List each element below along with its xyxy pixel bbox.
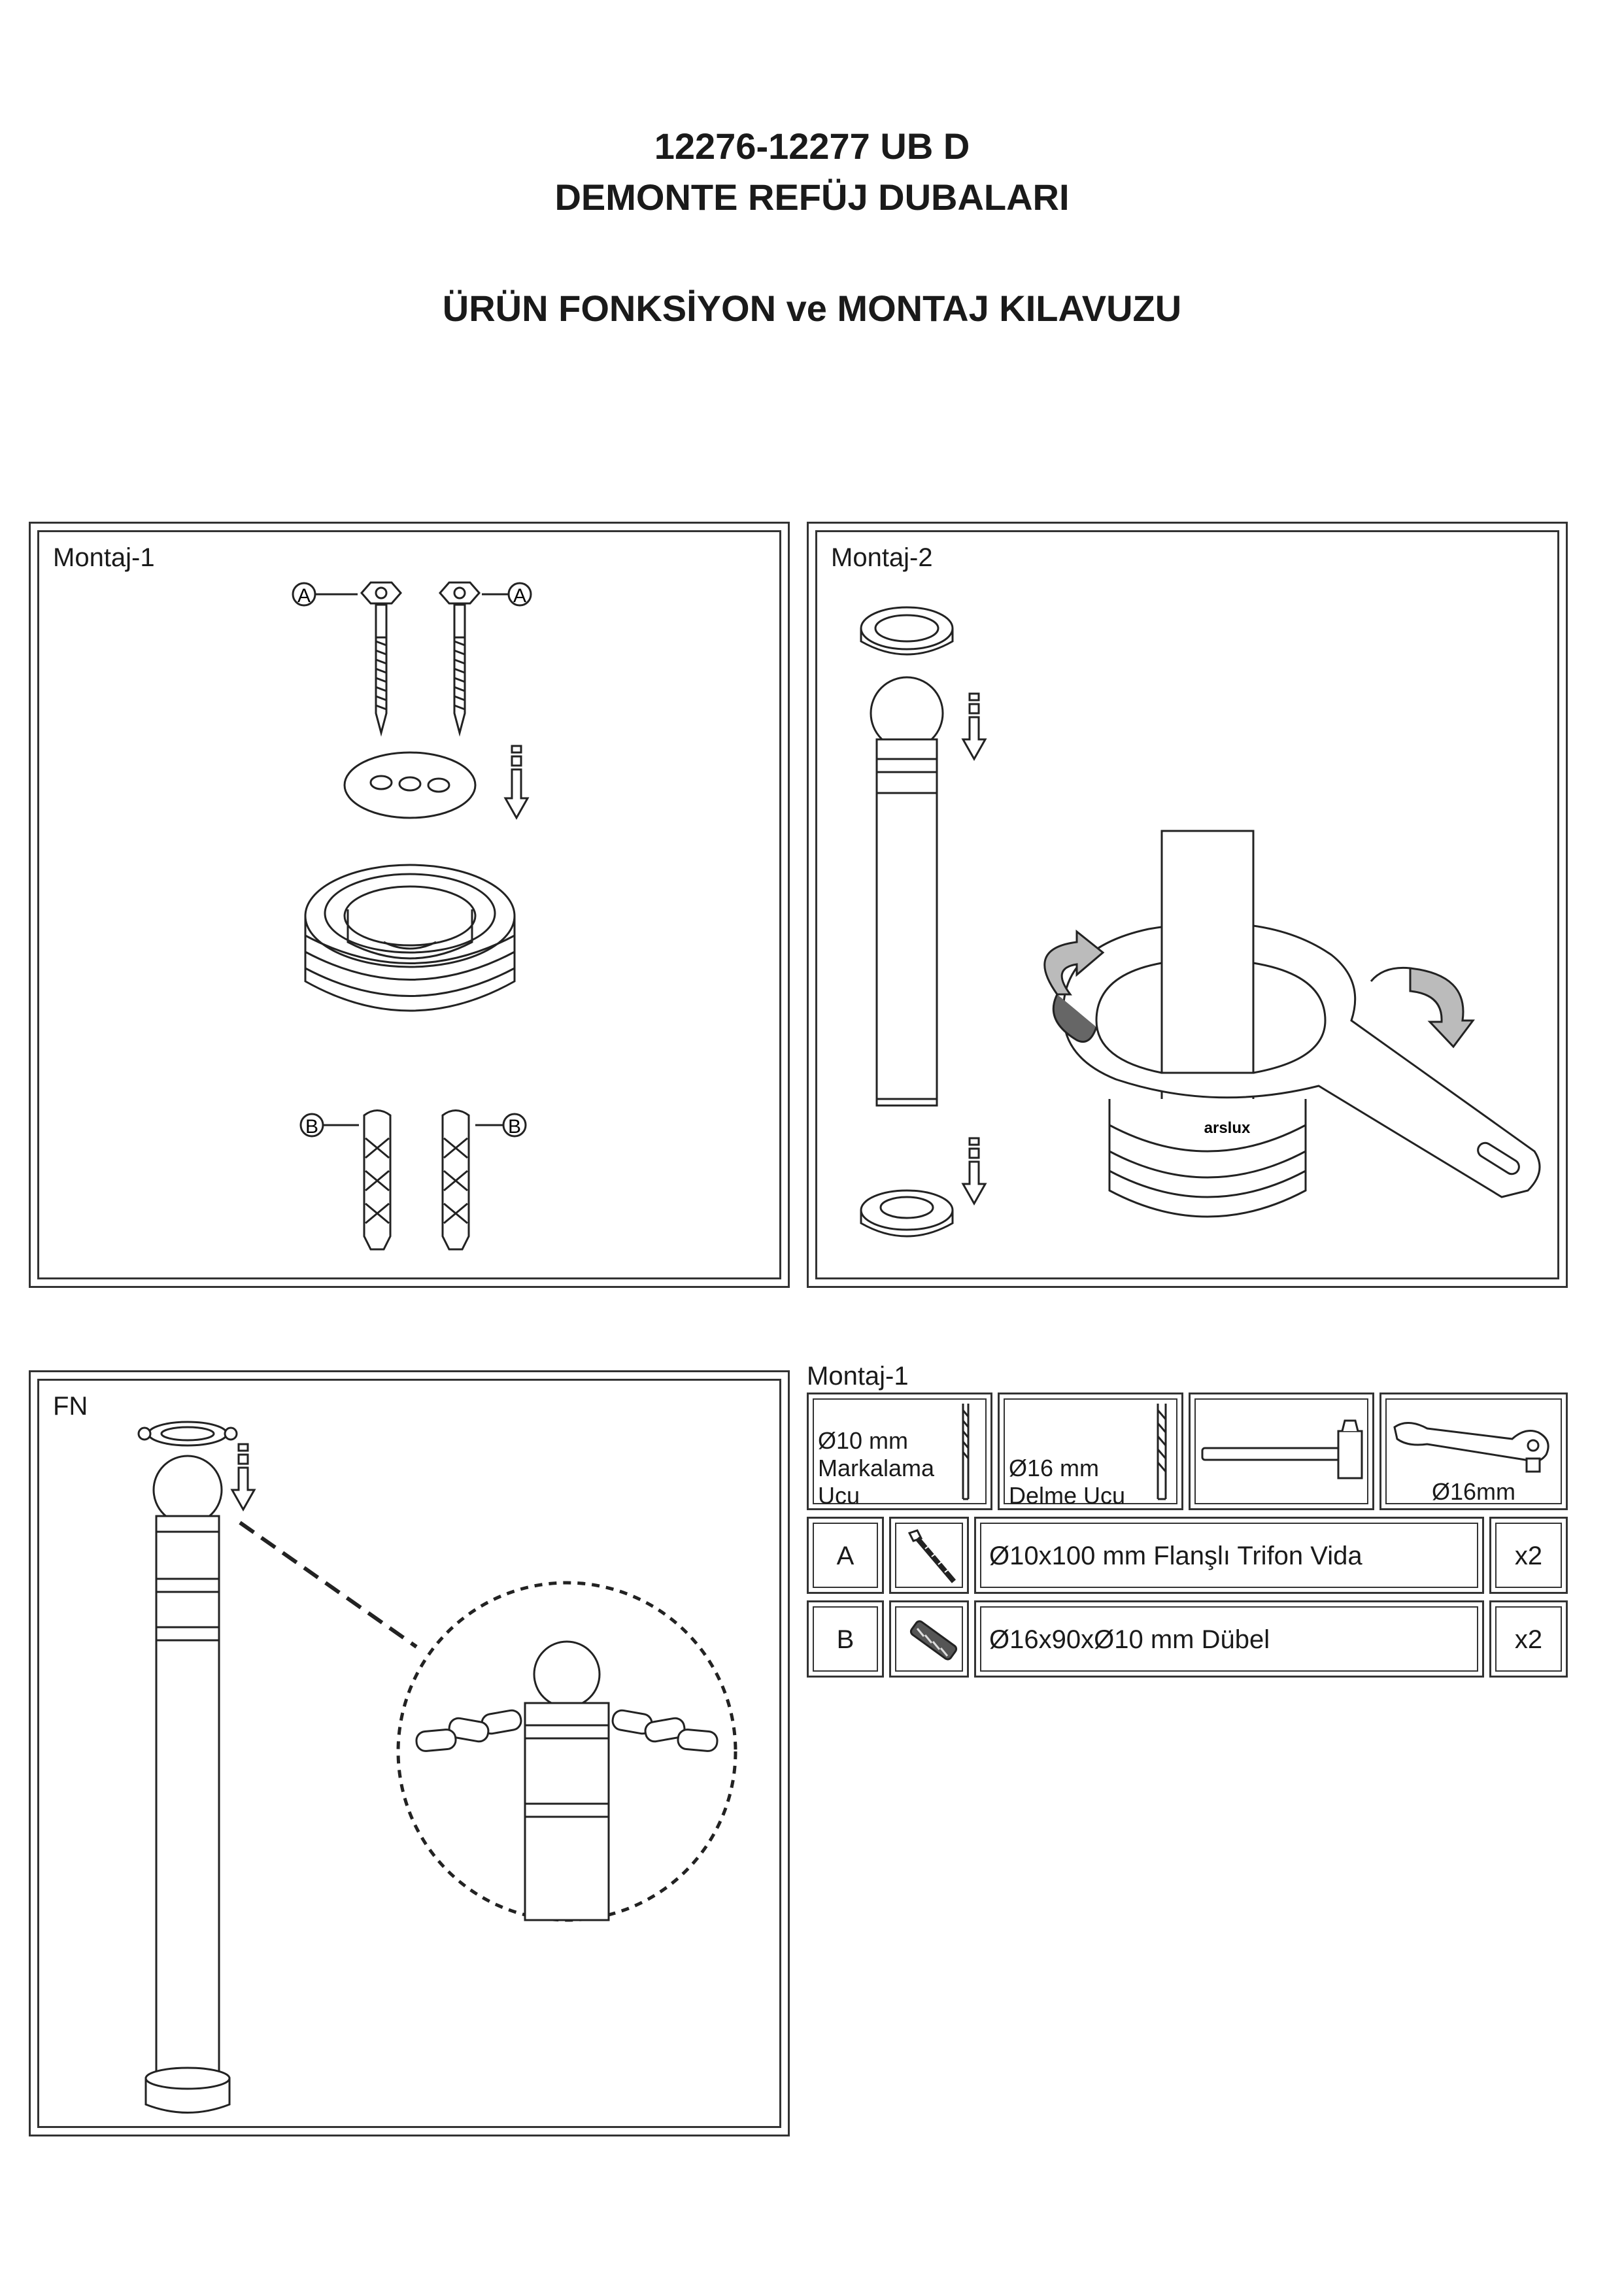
tool-cell-hammer xyxy=(1189,1393,1374,1510)
svg-text:B: B xyxy=(508,1116,521,1138)
tool-cell-marking-bit: Ø10 mm Markalama Ucu xyxy=(807,1393,992,1510)
wall-plug-icon xyxy=(909,1620,958,1661)
tool-cell-ratchet: Ø16mm xyxy=(1379,1393,1568,1510)
panel-final: FN xyxy=(29,1370,790,2136)
tool-cell-drill-bit: Ø16 mm Delme Ucu xyxy=(998,1393,1183,1510)
screw-a-right xyxy=(439,581,481,737)
panel-label: Montaj-2 xyxy=(831,543,933,572)
drill-bit-icon xyxy=(1157,1404,1167,1500)
drill-bit-icon xyxy=(962,1404,970,1500)
parts-heading: Montaj-1 xyxy=(807,1362,909,1391)
rotate-arrow-right-icon xyxy=(1370,966,1475,1049)
bollard-base xyxy=(304,864,516,1012)
down-arrow-icon xyxy=(961,1137,987,1206)
brand-label: arslux xyxy=(1204,1119,1251,1137)
panel-montaj-1: Montaj-1 A A xyxy=(29,522,790,1288)
part-row-a-icon xyxy=(889,1517,969,1594)
detail-magnifier xyxy=(396,1581,737,1922)
panel-montaj-2: Montaj-2 xyxy=(807,522,1568,1288)
part-row-a-code: A xyxy=(807,1517,884,1594)
exploded-base-illustration: A A B xyxy=(292,581,532,1251)
wall-plug-left xyxy=(363,1109,392,1251)
document-subtitle: ÜRÜN FONKSİYON ve MONTAJ KILAVUZU xyxy=(442,288,1182,329)
svg-text:A: A xyxy=(297,585,311,607)
svg-text:A: A xyxy=(513,585,526,607)
down-arrow-icon xyxy=(230,1443,256,1512)
svg-text:B: B xyxy=(305,1116,318,1138)
wall-plug-right xyxy=(441,1109,470,1251)
hammer-icon xyxy=(1201,1419,1363,1479)
panel-label: Montaj-1 xyxy=(53,543,155,572)
part-row-b-quantity: x2 xyxy=(1489,1600,1568,1678)
callout-b-left: B xyxy=(299,1113,359,1138)
part-row-b-code: B xyxy=(807,1600,884,1678)
screw-a-left xyxy=(360,581,402,737)
callout-a-left: A xyxy=(292,582,358,607)
callout-a-right: A xyxy=(482,582,532,607)
wrench-tool: arslux xyxy=(1062,830,1541,1198)
bollard-mounting-illustration: arslux xyxy=(860,606,1541,1238)
part-row-b-icon xyxy=(889,1600,969,1678)
part-row-a-description: Ø10x100 mm Flanşlı Trifon Vida xyxy=(974,1517,1484,1594)
part-row-b-description: Ø16x90xØ10 mm Dübel xyxy=(974,1600,1484,1678)
chain-left xyxy=(415,1709,522,1752)
ratchet-wrench-icon xyxy=(1393,1422,1549,1473)
down-arrow-icon xyxy=(503,745,530,820)
panel-label: FN xyxy=(53,1392,88,1421)
part-row-a-quantity: x2 xyxy=(1489,1517,1568,1594)
down-arrow-icon xyxy=(961,692,987,762)
chain-right xyxy=(611,1709,719,1752)
final-assembly-illustration xyxy=(137,1421,737,2114)
callout-b-right: B xyxy=(475,1113,527,1138)
screw-icon xyxy=(907,1529,956,1583)
document-code: 12276-12277 UB D xyxy=(654,126,970,167)
document-title: DEMONTE REFÜJ DUBALARI xyxy=(554,177,1070,218)
rotate-arrow-left-icon xyxy=(1043,929,1105,1043)
